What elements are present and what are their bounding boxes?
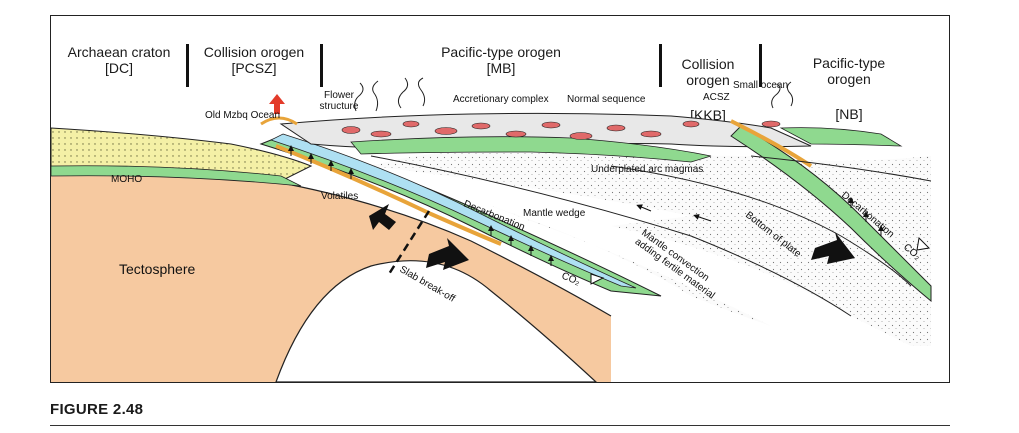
figure-frame: Archaean craton [DC] Collision orogen [P… xyxy=(50,15,950,383)
header-bracket: [PCSZ] xyxy=(231,60,277,77)
mantle-wedge-region xyxy=(611,216,931,346)
header-collision-orogen-kkb: Collision orogen [KKB] xyxy=(665,38,751,141)
push-arrow xyxy=(369,204,396,230)
header-title: Pacific-type orogen xyxy=(441,44,561,60)
co2-arrow-icon xyxy=(590,273,605,285)
east-slab-green xyxy=(730,125,932,303)
header-bracket: [MB] xyxy=(486,60,516,77)
header-bracket: [DC] xyxy=(105,60,133,77)
header-pacific-orogen-nb: Pacific-type orogen [NB] xyxy=(789,37,909,140)
header-title: Archaean craton xyxy=(67,44,171,60)
header-divider xyxy=(759,44,762,87)
uplift-arrow xyxy=(269,94,285,114)
label-normal-sequence: Normal sequence xyxy=(567,94,646,105)
header-bracket: [NB] xyxy=(835,105,863,122)
volcanic-plumes xyxy=(354,77,794,112)
header-divider xyxy=(320,44,323,87)
mantle-wedge-region xyxy=(371,151,931,298)
label-accretionary-complex: Accretionary complex xyxy=(453,94,549,105)
header-title: Collision orogen xyxy=(681,56,735,89)
label-small-ocean: Small ocean xyxy=(733,80,788,91)
underplated-green xyxy=(350,136,712,163)
header-title: Pacific-type orogen xyxy=(812,55,886,88)
nb-green-crust xyxy=(779,127,903,147)
green-layer xyxy=(51,165,302,187)
co2-arrow-icon xyxy=(916,236,931,251)
label-flower-structure-l1: Flower xyxy=(324,90,355,101)
shear-zone-orange xyxy=(275,144,502,246)
label-acsz: ACSZ xyxy=(703,92,730,103)
header-divider xyxy=(659,44,662,87)
header-collision-orogen-pcsz: Collision orogen [PCSZ] xyxy=(193,44,315,76)
header-archaean-craton: Archaean craton [DC] xyxy=(59,44,179,76)
header-title: Collision orogen xyxy=(203,44,305,60)
plate-boundary-line xyxy=(610,165,912,287)
caption-rule xyxy=(50,425,950,426)
header-divider xyxy=(186,44,189,87)
push-arrow xyxy=(426,238,469,270)
plate-boundary-line xyxy=(750,155,932,182)
label-old-mzbq-ocean: Old Mzbq Ocean xyxy=(205,110,280,121)
mantle-wedge-region xyxy=(491,206,771,326)
subducting-slab-blue xyxy=(269,133,637,289)
label-underplated-arc-magmas: Underplated arc magmas xyxy=(591,164,703,175)
plate-boundary-line xyxy=(370,155,852,317)
volatile-arrows xyxy=(288,145,884,266)
label-mantle-wedge: Mantle wedge xyxy=(523,208,586,219)
label-moho: MOHO xyxy=(111,174,142,185)
header-pacific-orogen-mb: Pacific-type orogen [MB] xyxy=(411,44,591,76)
push-arrow xyxy=(811,232,855,264)
figure-caption: FIGURE 2.48 xyxy=(50,401,144,418)
red-lenses xyxy=(341,120,781,140)
label-tectosphere: Tectosphere xyxy=(119,261,195,277)
label-flower-structure-l2: structure xyxy=(320,101,359,112)
label-volatiles: Volatiles xyxy=(321,191,358,202)
